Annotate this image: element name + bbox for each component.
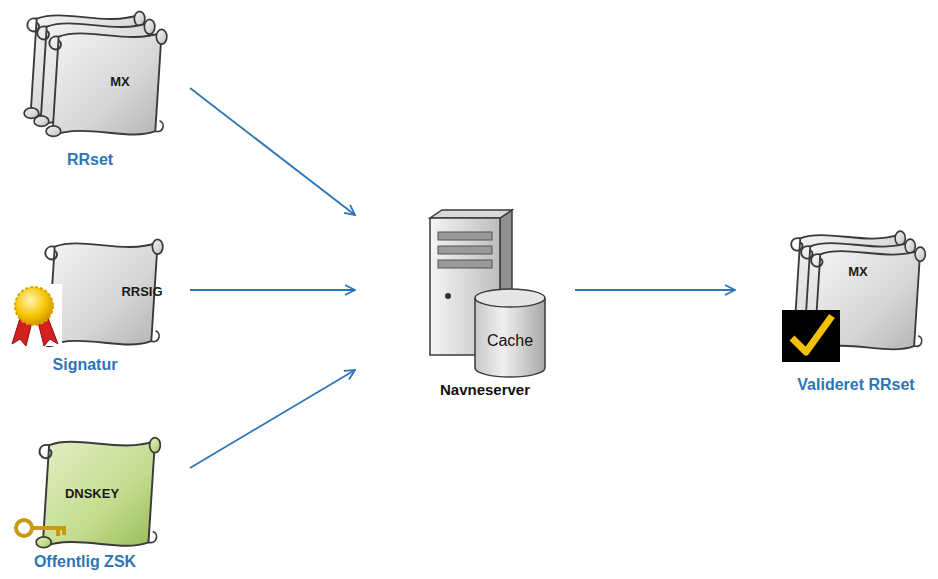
scroll-node: MX Valideret RRset (735, 200, 933, 400)
server-icon (430, 210, 545, 377)
dnskey-scroll (36, 438, 160, 548)
shape-label: DNSKEY (65, 487, 119, 502)
tower-top (430, 210, 512, 218)
caption-label: Valideret RRset (797, 376, 914, 394)
caption-label: RRset (67, 151, 113, 169)
scroll (46, 29, 167, 136)
flow-arrow (575, 289, 735, 291)
flow-arrow (190, 289, 355, 291)
checkmark-icon (782, 310, 840, 362)
shape-label: Cache (487, 332, 533, 350)
drive-bay (438, 246, 492, 254)
power-button (445, 293, 451, 299)
rrset-scroll-stack (24, 11, 167, 136)
shape-label: RRSIG (121, 285, 162, 300)
cylinder-top (475, 289, 545, 307)
flow-arrow (190, 370, 355, 468)
caption-label: Offentlig ZSK (34, 553, 136, 571)
check-ground (782, 310, 840, 362)
key-shaft (32, 528, 66, 536)
server-node: CacheNavneserver (355, 200, 575, 405)
scroll-node: RRSIG Signatur (5, 215, 190, 380)
cache-cylinder (475, 298, 545, 377)
shape-label: MX (110, 75, 130, 90)
shape-label: MX (848, 265, 868, 280)
medal (15, 287, 53, 325)
caption-label: Signatur (53, 356, 118, 374)
medal-ground (4, 284, 62, 346)
drive-bay (438, 232, 492, 240)
medal-icon (4, 284, 62, 346)
key-ring (16, 520, 32, 536)
scroll-node: DNSKEY Offentlig ZSK (5, 420, 190, 577)
drive-bay (438, 260, 492, 268)
key-icon (16, 520, 66, 536)
scroll-node: MX RRset (15, 5, 190, 177)
caption-label: Navneserver (440, 381, 530, 398)
flow-arrow (190, 88, 355, 215)
check (792, 316, 832, 352)
